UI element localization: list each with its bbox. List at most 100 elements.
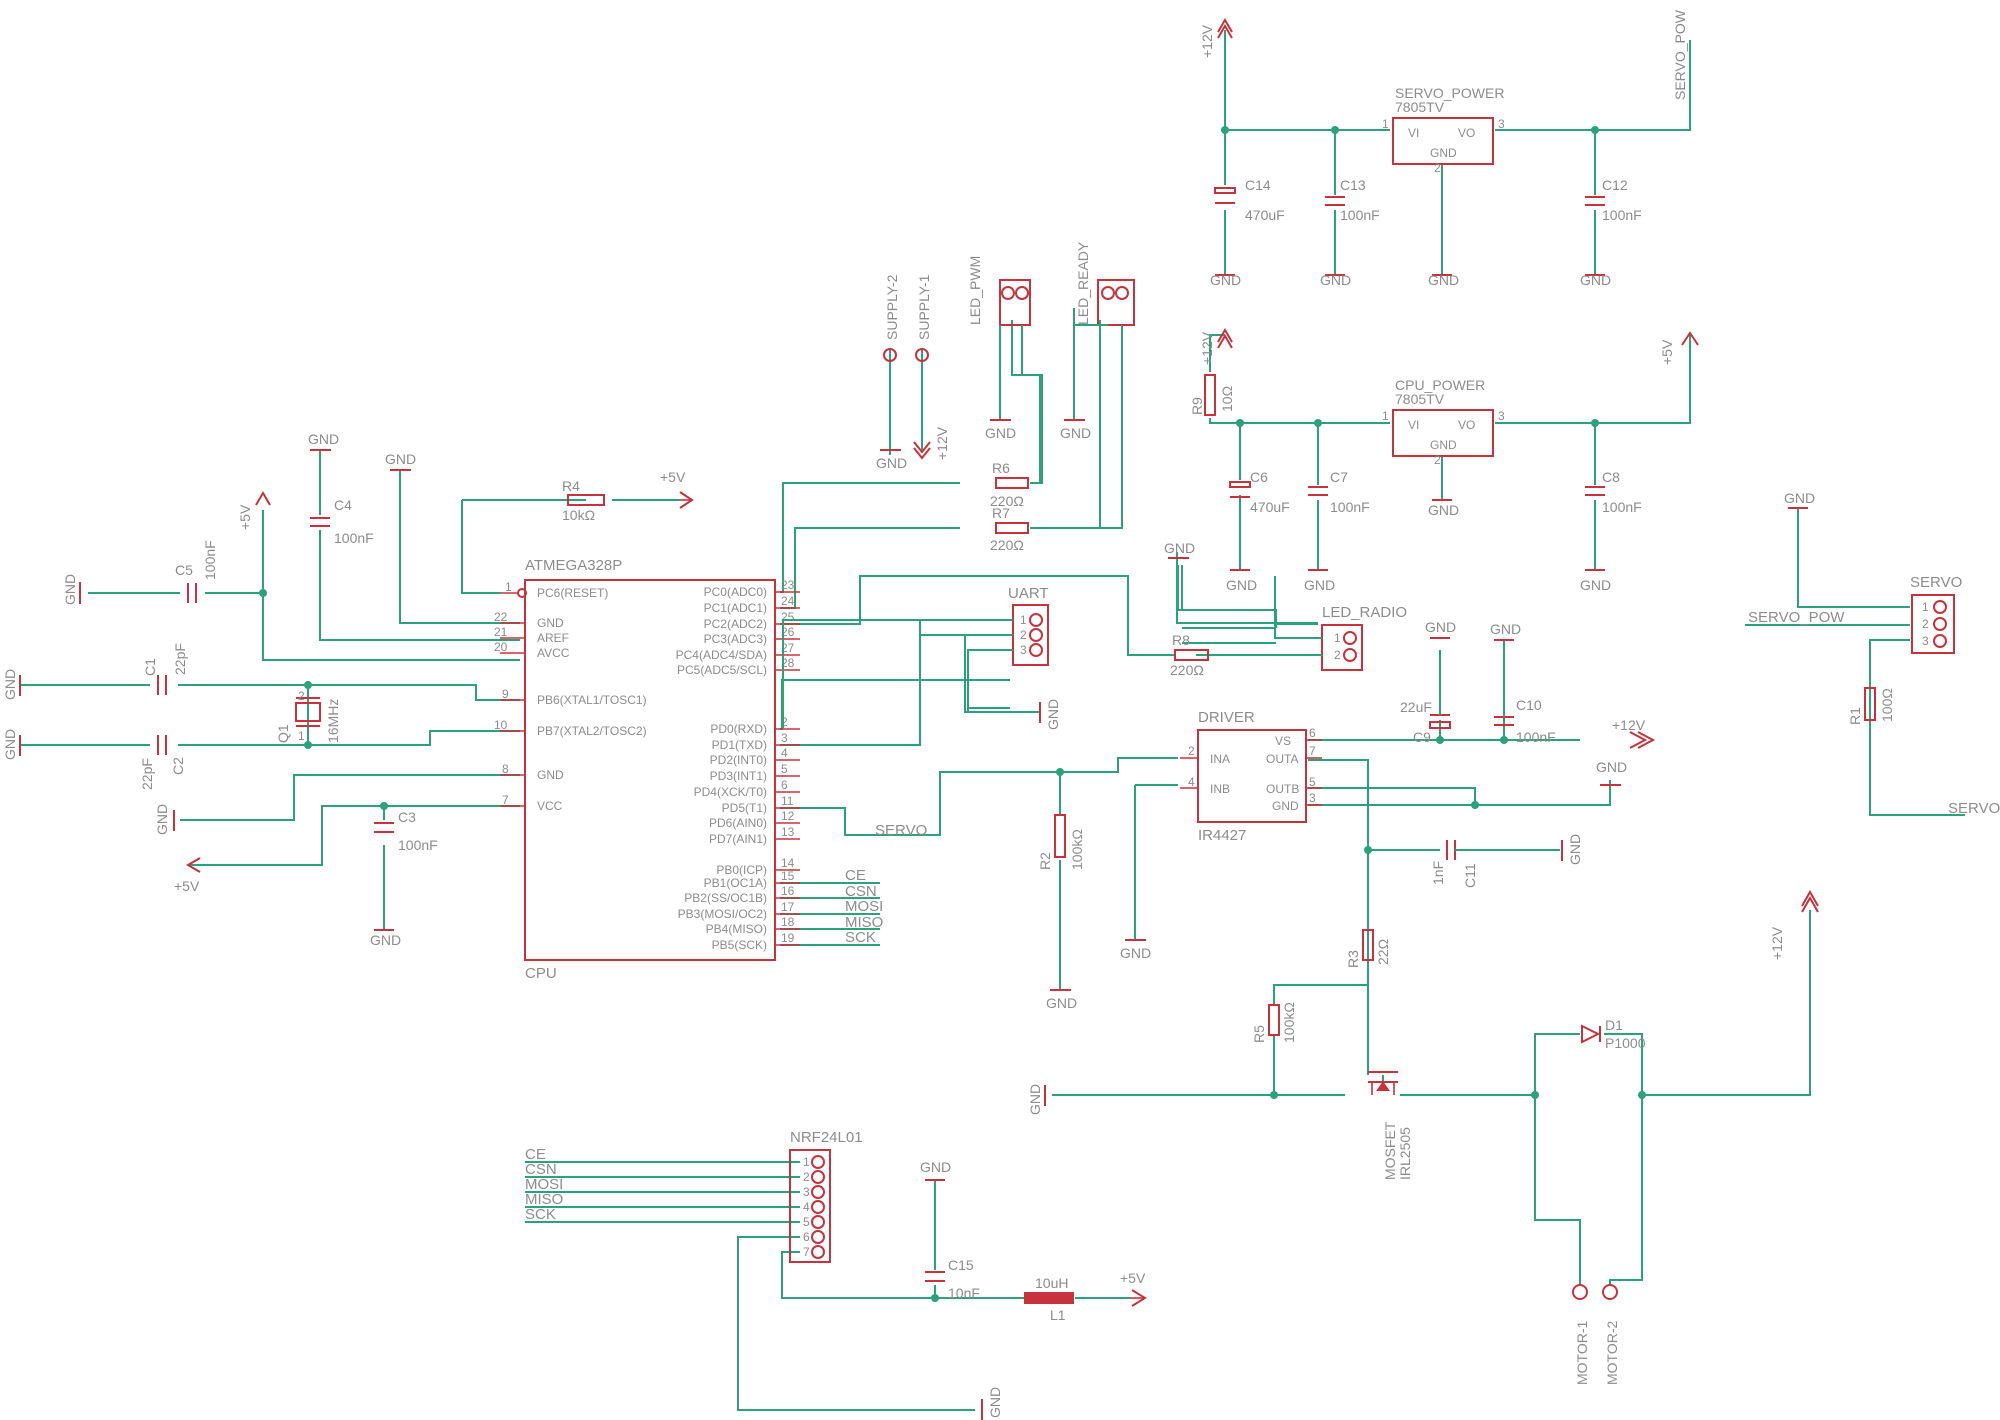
r7-value: 220Ω [990,537,1024,553]
reg-vo: VO [1458,418,1475,432]
driver-gnd-inb: GND [1120,939,1151,961]
mcu-pin-num: 11 [781,794,794,808]
r9-value: 10Ω [1219,386,1235,412]
mcu-pin-name: PD4(XCK/T0) [694,785,767,799]
gnd-label: GND [1210,272,1241,288]
crystal-q1: Q1 16MHz 2 1 [275,689,341,743]
net-miso: MISO [525,1191,563,1208]
reg-gnd: GND [1430,146,1457,160]
gnd-label: GND [1490,621,1521,637]
capacitor-c3: C3 100nF [374,809,438,853]
mcu-pin-name: PD1(TXD) [712,738,767,752]
mcu-pin-name: AREF [537,631,569,645]
mcu-pin-name: PD6(AIN0) [709,816,767,830]
c6-value: 470uF [1250,499,1290,515]
led-pwm-header: LED_PWM GND [967,256,1043,484]
mcu-pin-name: PC5(ADC5/SCL) [677,663,767,677]
c2-value: 22pF [139,758,155,790]
gnd-label: GND [985,425,1016,441]
gnd-label: GND [1580,577,1611,593]
gnd-label: GND [1027,1084,1043,1115]
mcu-pin-num: 5 [781,762,788,776]
reg-part: 7805TV [1395,99,1445,115]
mcu-pin-num: 14 [781,856,795,870]
mcu-pin-name: PB5(SCK) [712,938,767,952]
gnd-label: GND [1567,834,1583,865]
mcu-pin-name: PB1(OC1A) [704,876,767,890]
resistor-r2: R2 100kΩ GND [1037,814,1085,1011]
pin1: 1 [1334,631,1341,645]
mcu-pin-num: 18 [781,915,795,929]
mcu-part-label: ATMEGA328P [525,557,622,574]
mcu-pin-name: PD0(RXD) [710,722,767,736]
c8-ref: C8 [1602,469,1620,485]
resistor-r3: R3 22Ω [1345,929,1391,968]
mcu-pin-num: 2 [781,715,788,729]
capacitor-c1: C1 22pF [142,643,188,695]
driver-title: DRIVER [1198,709,1255,726]
capacitor-c10: C10 100nF GND [1490,621,1556,745]
gnd-label: GND [308,431,339,447]
mcu-pin-name: PC0(ADC0) [704,585,767,599]
c7-ref: C7 [1330,469,1348,485]
c9-ref: C9 [1413,729,1431,745]
c14-value: 470uF [1245,207,1285,223]
pin4: 4 [803,1200,810,1214]
r4-value: 10kΩ [562,507,595,523]
driver-pin-num: 7 [1309,744,1316,758]
pin3: 3 [803,1185,810,1199]
mcu-pin-num: 15 [781,869,795,883]
pin3: 3 [1020,643,1027,657]
r8-value: 220Ω [1170,662,1204,678]
servo-header: SERVO 1 2 3 GND SERVO_POW R1 100Ω SERVO [1748,490,2000,817]
net-csn: CSN [525,1161,557,1178]
gnd-label: GND [1428,272,1459,288]
p5-label: +5V [1659,339,1675,365]
mcu-pin-num: 9 [502,687,509,701]
r6-ref: R6 [992,460,1010,476]
mcu-pin-name: PD7(AIN1) [709,832,767,846]
spi-labels-mcu: CE CSN MOSI MISO SCK SERVO [845,822,927,946]
p12-label: +12V [1199,24,1215,58]
mcu-pin-num: 16 [781,884,795,898]
mcu-pin-name: PB2(SS/OC1B) [684,891,767,905]
resistor-r4: R4 10kΩ [562,478,605,523]
reg-name: SERVO_POWER [1395,85,1504,101]
l1-value: 10uH [1035,1275,1068,1291]
mcu-pin-num: 20 [494,640,508,654]
diode-d1: D1 P1000 [1581,1017,1646,1051]
r3-value: 22Ω [1375,939,1391,965]
nrf-gnd: GND [981,1387,1003,1420]
motor1-label: MOTOR-1 [1574,1320,1590,1385]
mcu-pin-name: PC4(ADC4/SDA) [676,648,767,662]
driver-pin-name: VS [1275,734,1291,748]
c13-ref: C13 [1340,177,1366,193]
mcu-pin-name: PC2(ADC2) [704,617,767,631]
supply1-label: SUPPLY-1 [916,274,932,340]
reg-part: 7805TV [1395,391,1445,407]
reg-vi: VI [1408,418,1419,432]
capacitor-c4: C4 100nF [310,450,374,640]
mcu-name-label: CPU [525,965,557,982]
resistor-r6: R6 220Ω [990,460,1029,509]
net-ce: CE [845,867,866,884]
driver-pin-num: 5 [1309,775,1316,789]
p12-arrow-motor: +12V [1769,889,1819,960]
capacitor-c5: C5 100nF [175,540,218,603]
gnd-label: GND [1596,759,1627,775]
reg-pin1: 1 [1382,409,1389,423]
capacitor-c11: 1nF C11 GND [1430,834,1583,888]
pin1: 1 [803,1155,810,1169]
pin5: 5 [803,1215,810,1229]
led-ready-label: LED_READY [1075,241,1091,325]
led-radio-header: LED_RADIO 1 2 GND [859,540,1407,671]
capacitor-c9: 22uF C9 GND [1400,619,1456,745]
p5-label: +5V [237,504,253,530]
reg-name: CPU_POWER [1395,377,1485,393]
r4-ref: R4 [562,478,580,494]
cpu-power-regulator: CPU_POWER 7805TV VI VO GND 1 3 2 +12V +5… [1189,328,1699,593]
mcu-pin-num: 22 [494,610,508,624]
net-csn: CSN [845,883,877,900]
gnd-label: GND [1060,425,1091,441]
led-ready-header: LED_READY GND [1030,241,1135,529]
